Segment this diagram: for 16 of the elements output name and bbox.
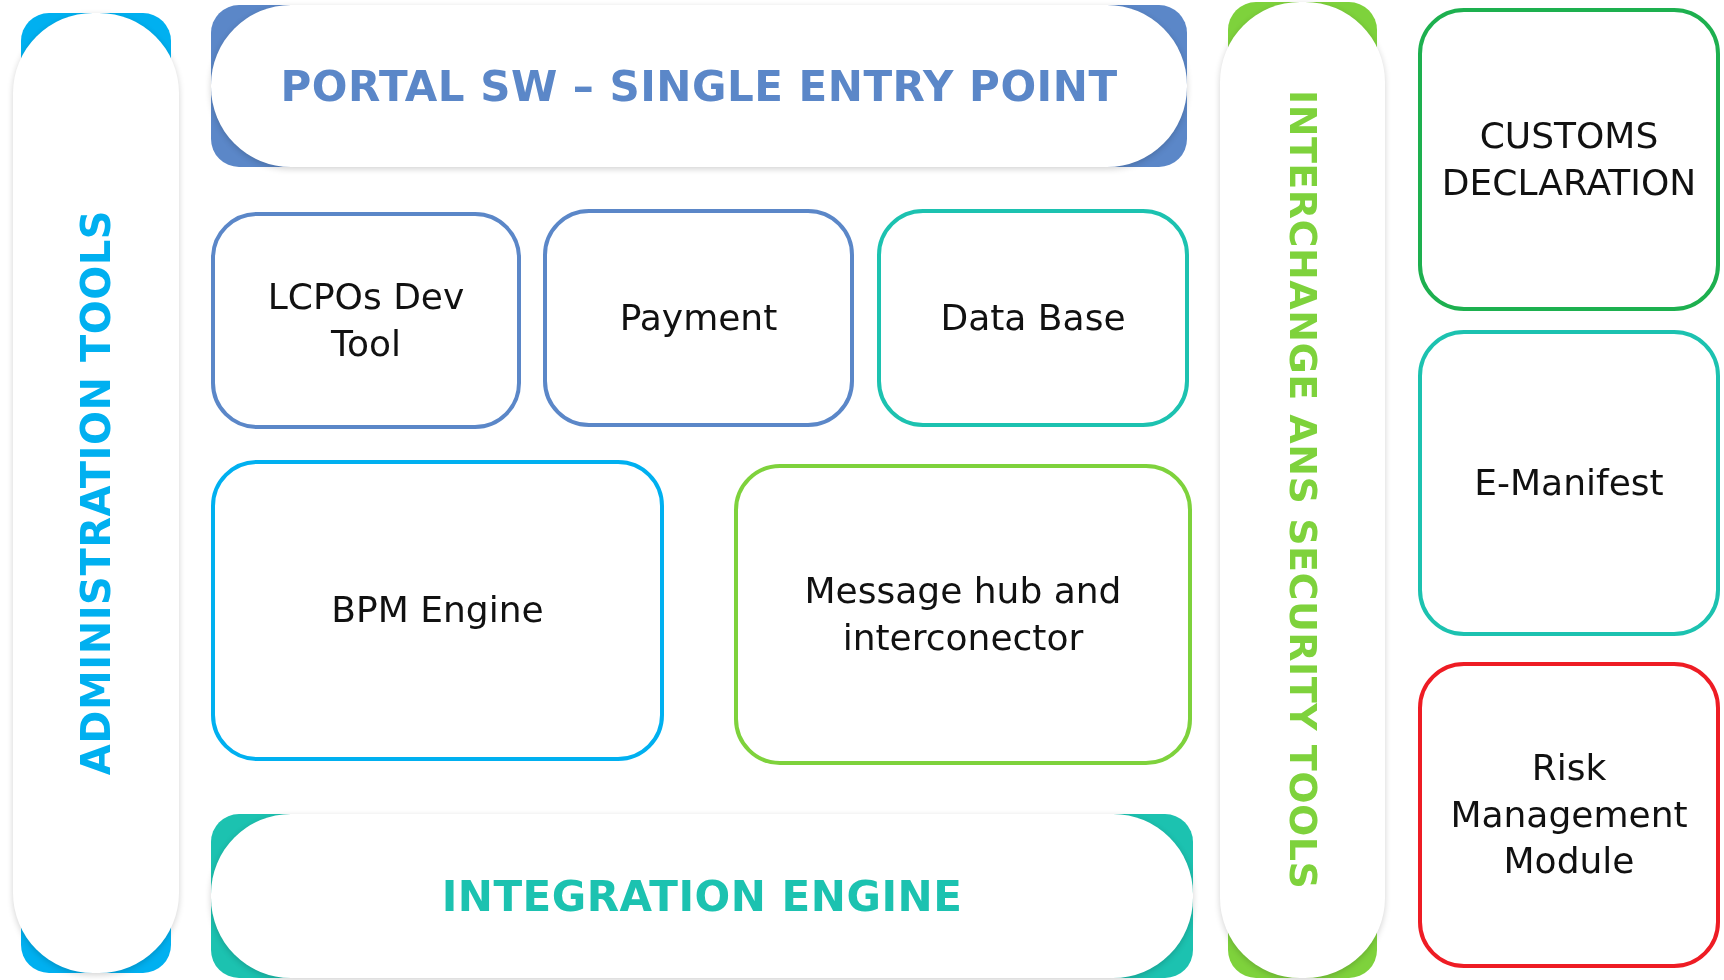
module-box: Data Base [877,209,1189,427]
band-title: INTERCHANGE ANS SECURITY TOOLS [1280,90,1325,890]
module-box: E-Manifest [1418,330,1720,636]
module-box: Message hub and interconector [734,464,1192,765]
module-box: Payment [543,209,854,427]
side-band [13,13,179,973]
banner [211,814,1193,978]
module-box: BPM Engine [211,460,664,761]
band-title: INTEGRATION ENGINE [441,871,963,921]
band-title: ADMINISTRATION TOOLS [73,210,119,776]
module-box: CUSTOMS DECLARATION [1418,8,1720,311]
banner [211,5,1187,167]
module-box: LCPOs Dev Tool [211,212,521,429]
module-box: Risk Management Module [1418,662,1720,968]
band-title: PORTAL SW – SINGLE ENTRY POINT [280,61,1118,111]
side-band [1220,2,1385,978]
